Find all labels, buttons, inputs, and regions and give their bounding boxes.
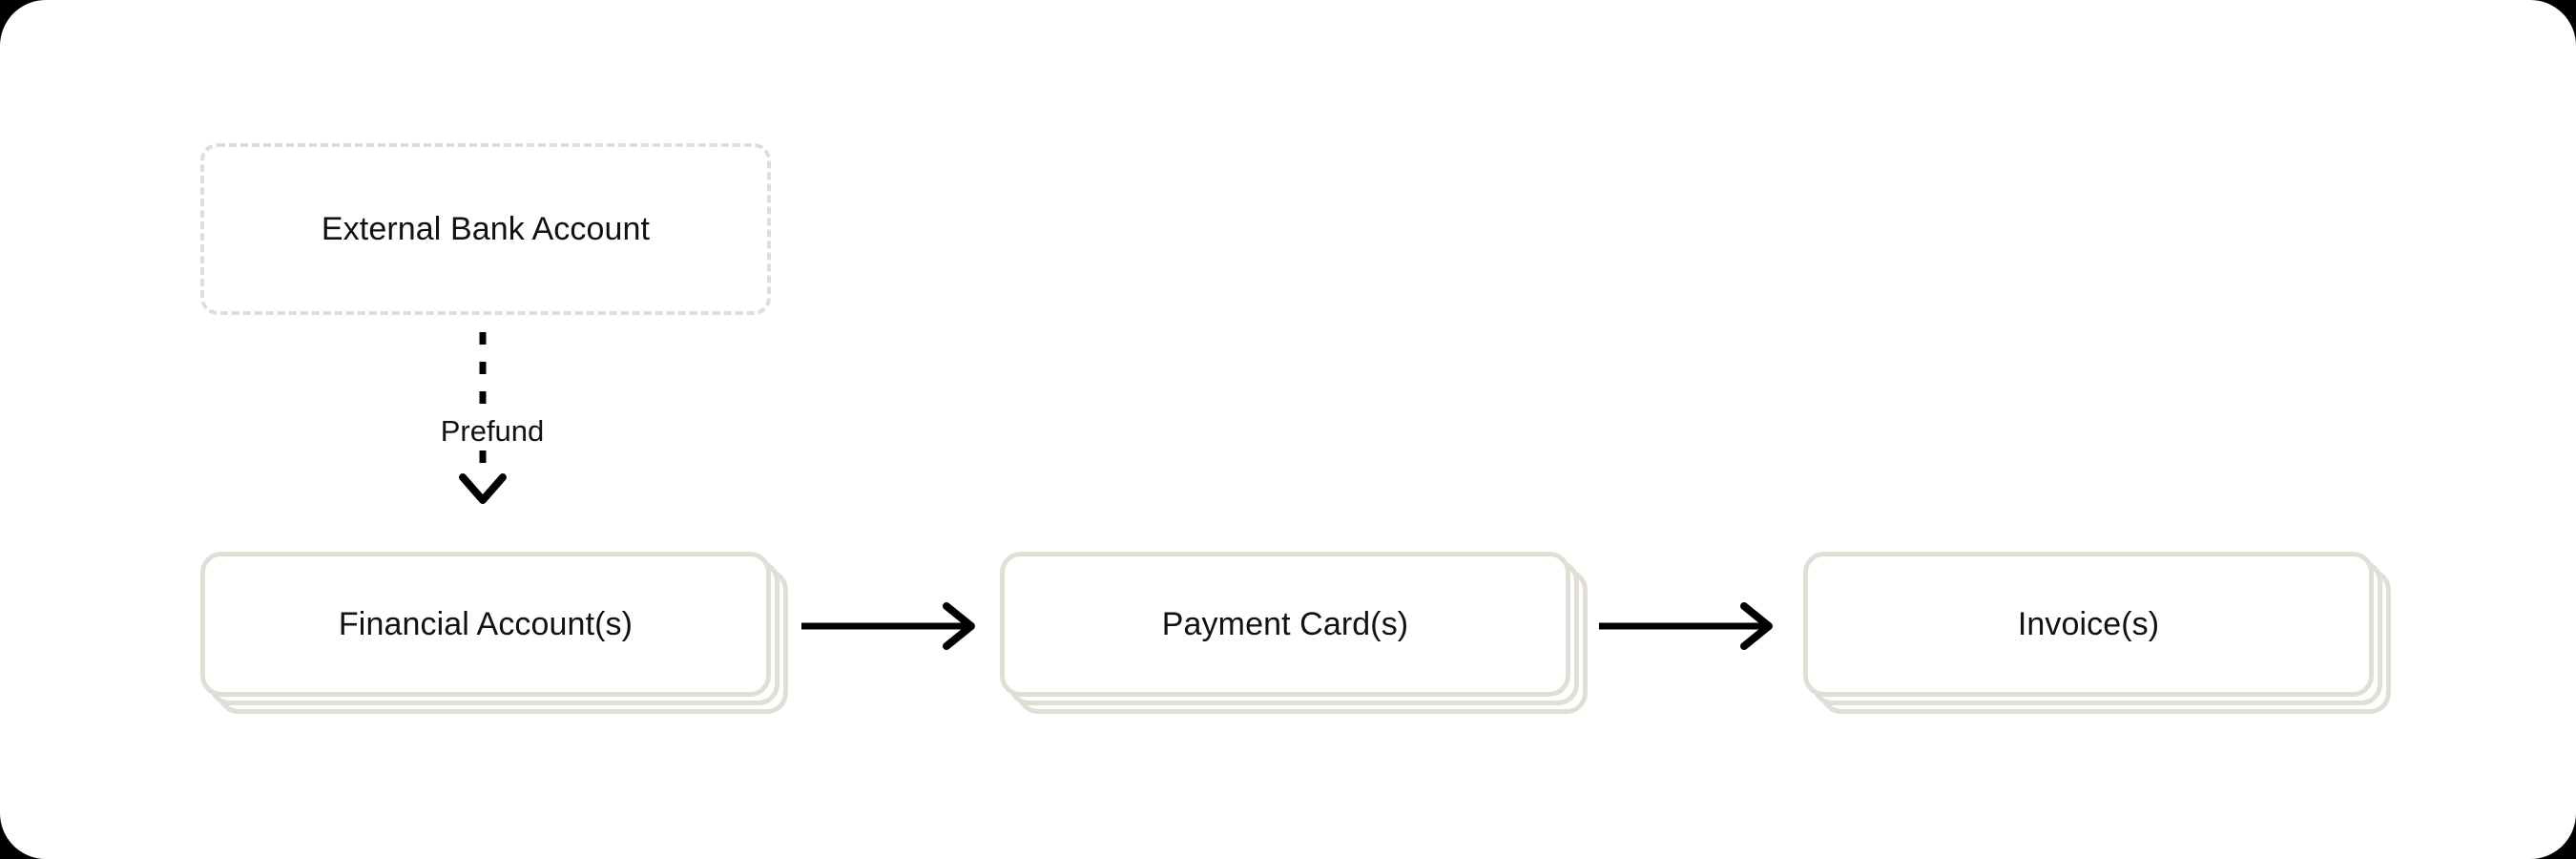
edge-cards-to-invoices: [1599, 601, 1780, 651]
node-payment-cards[interactable]: Payment Card(s): [1000, 552, 1588, 714]
node-financial-accounts[interactable]: Financial Account(s): [200, 552, 788, 714]
arrowhead-right-icon: [1740, 602, 1773, 650]
node-external-bank-account[interactable]: External Bank Account: [200, 143, 771, 315]
edge-prefund: [458, 332, 508, 523]
edge-label-prefund-text: Prefund: [440, 414, 545, 448]
node-label-financial-accounts: Financial Account(s): [338, 605, 634, 642]
arrowhead-down-icon: [459, 473, 507, 504]
edge-accounts-to-cards-svg: [801, 602, 975, 650]
node-label-external-bank-account: External Bank Account: [321, 210, 651, 247]
arrowhead-right-icon: [943, 602, 975, 650]
node-invoices[interactable]: Invoice(s): [1803, 552, 2391, 714]
edge-prefund-svg: [459, 332, 507, 504]
edge-label-prefund: Prefund: [401, 412, 584, 450]
stack-layer-front[interactable]: Payment Card(s): [1000, 552, 1570, 697]
edge-cards-to-invoices-svg: [1599, 602, 1773, 650]
stack-layer-front[interactable]: Invoice(s): [1803, 552, 2374, 697]
stack-layer-front[interactable]: Financial Account(s): [200, 552, 771, 697]
node-label-invoices: Invoice(s): [2017, 605, 2160, 642]
edge-accounts-to-cards: [801, 601, 983, 651]
node-label-payment-cards: Payment Card(s): [1161, 605, 1409, 642]
